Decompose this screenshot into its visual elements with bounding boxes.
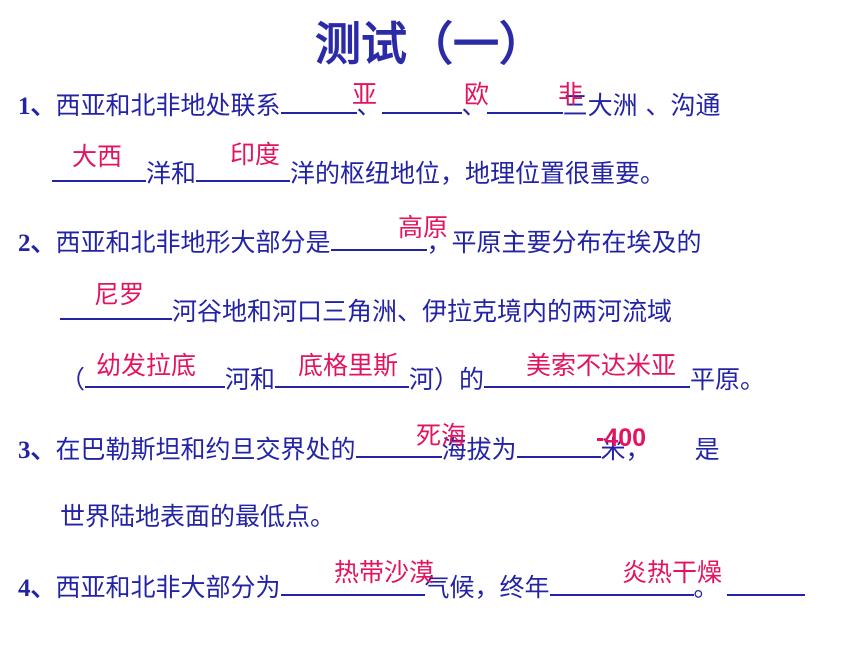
answer-blank (381, 90, 462, 114)
question-text: ，平原主要分布在埃及的 (426, 228, 702, 257)
answer-atlantic: 大西 (72, 142, 123, 171)
answer-blank (85, 364, 226, 388)
question-text: （ (60, 365, 86, 394)
question-text: 三大洲 、沟通 (562, 91, 721, 120)
answer-blank (60, 296, 172, 320)
answer-tigris: 底格里斯 (298, 351, 399, 380)
question-4-line-1: 4、西亚和北非大部分为 气候，终年 。 (18, 572, 805, 604)
answer-asia: 亚 (352, 80, 378, 109)
question-1-line-1: 1、西亚和北非地处联系 、 、 三大洲 、沟通 (18, 90, 721, 122)
answer-africa: 非 (558, 80, 584, 109)
question-number: 1、 (18, 93, 56, 120)
question-3-line-1: 3、在巴勒斯坦和约旦交界处的 海拔为 米， 是 (18, 434, 720, 466)
question-text: 洋的枢纽地位，地理位置很重要。 (290, 159, 666, 188)
answer-blank (516, 434, 601, 458)
question-text: 西亚和北非大部分为 (55, 573, 281, 602)
answer-blank (280, 90, 357, 114)
answer-tropical-desert: 热带沙漠 (334, 558, 435, 587)
answer-blank (52, 158, 146, 182)
separator: 、 (356, 91, 382, 120)
answer-blank (549, 572, 694, 596)
answer-blank (196, 158, 291, 182)
answer-hot-dry: 炎热干燥 (622, 558, 723, 587)
question-text: 西亚和北非地形大部分是 (55, 228, 331, 257)
answer-indian: 印度 (230, 140, 281, 169)
question-text: 世界陆地表面的最低点。 (60, 502, 336, 531)
question-number: 2、 (18, 230, 56, 257)
question-2-line-2: 河谷地和河口三角洲、伊拉克境内的两河流域 (60, 296, 672, 327)
question-text: 海拔为 (441, 435, 517, 464)
question-text: 在巴勒斯坦和约旦交界处的 (55, 435, 356, 464)
question-text: 平原。 (690, 365, 766, 394)
question-text: 西亚和北非地处联系 (55, 91, 281, 120)
answer-blank (486, 90, 563, 114)
question-2-line-3: （ 河和 河）的 平原。 (60, 364, 765, 395)
answer-elevation: -400 (596, 424, 647, 452)
question-text: 。 (693, 573, 719, 602)
question-2-line-1: 2、西亚和北非地形大部分是 ，平原主要分布在埃及的 (18, 227, 702, 259)
answer-nile: 尼罗 (94, 280, 145, 309)
answer-blank (275, 364, 410, 388)
question-number: 4、 (18, 575, 56, 602)
answer-blank (484, 364, 691, 388)
question-1-line-2: 洋和 洋的枢纽地位，地理位置很重要。 (52, 158, 665, 189)
answer-plateau: 高原 (398, 213, 449, 242)
answer-europe: 欧 (464, 80, 490, 109)
answer-blank (280, 572, 425, 596)
question-text: 河谷地和河口三角洲、伊拉克境内的两河流域 (172, 297, 673, 326)
question-number: 3、 (18, 437, 56, 464)
question-text: 米， (600, 435, 651, 464)
answer-blank (726, 572, 805, 596)
answer-euphrates: 幼发拉底 (96, 351, 197, 380)
page-title: 测试（一） (315, 17, 545, 71)
answer-blank (330, 227, 427, 251)
question-text: 河和 (225, 365, 276, 394)
answer-mesopotamia: 美索不达米亚 (526, 351, 677, 380)
question-text: 是 (694, 435, 720, 464)
answer-dead-sea: 死海 (416, 421, 467, 450)
question-3-line-2: 世界陆地表面的最低点。 (60, 502, 335, 532)
question-text: 洋和 (146, 159, 197, 188)
question-text: 河）的 (409, 365, 485, 394)
separator: 、 (461, 91, 487, 120)
question-text: 气候，终年 (424, 573, 550, 602)
answer-blank (355, 434, 442, 458)
